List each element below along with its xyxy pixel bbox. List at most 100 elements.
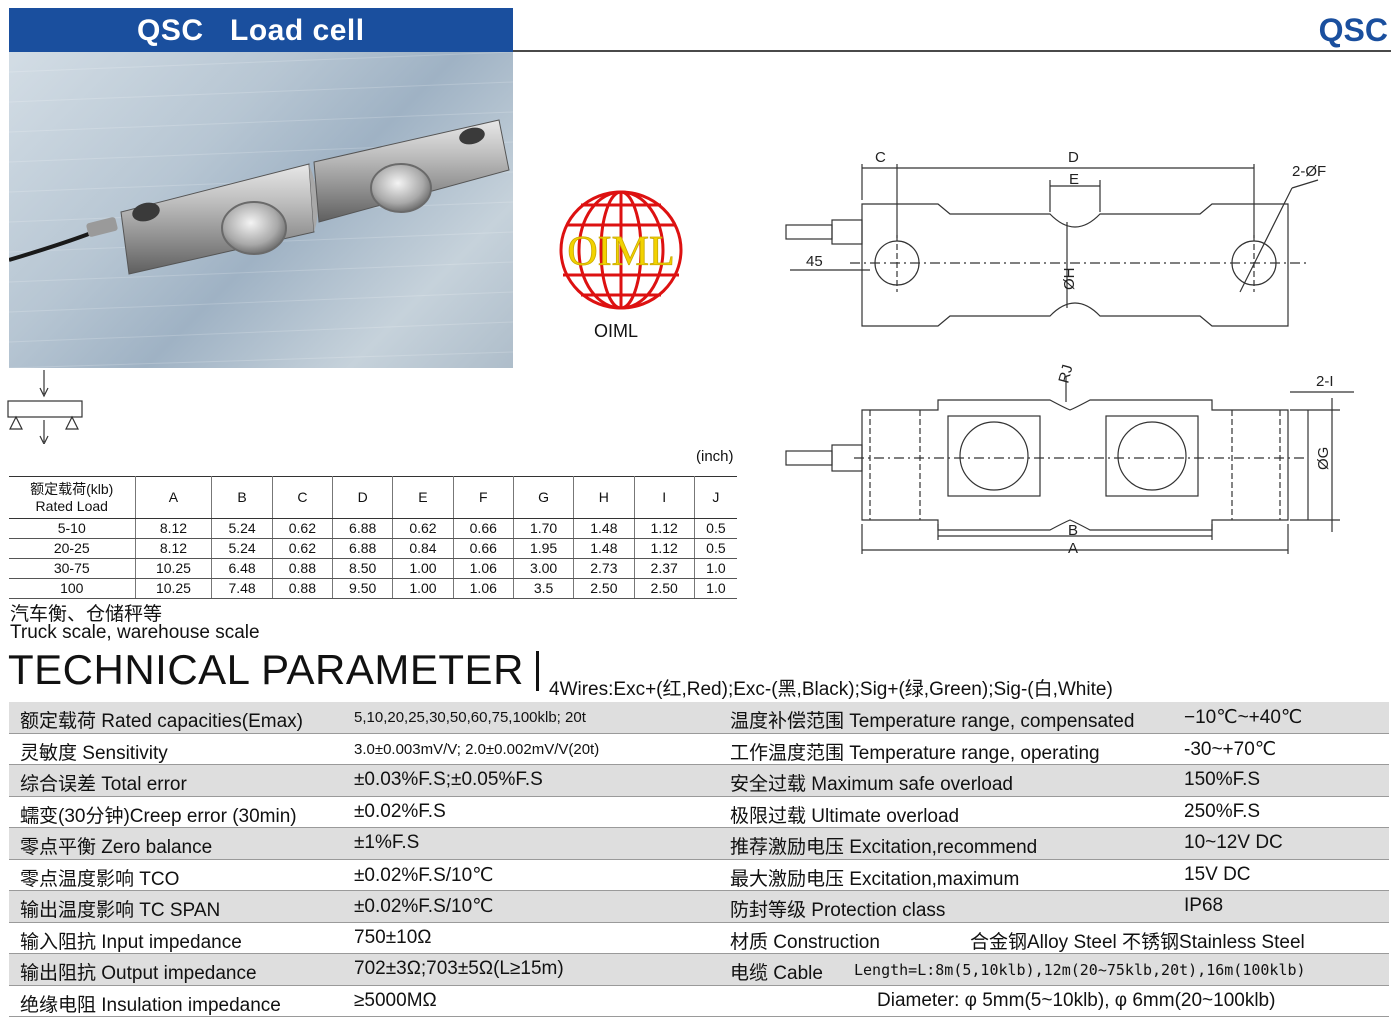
dim-label-45: 45 xyxy=(806,253,823,270)
load-direction-icon xyxy=(7,370,83,444)
param-label: 蠕变(30分钟)Creep error (30min) xyxy=(20,805,297,827)
application-en: Truck scale, warehouse scale xyxy=(10,622,260,643)
oiml-label: OIML xyxy=(594,321,639,341)
application-cn: 汽车衡、仓储秤等 xyxy=(10,604,163,625)
param-value: 15V DC xyxy=(1184,863,1251,885)
table-cell: 2.37 xyxy=(634,558,695,579)
param-row: 输入阻抗 Input impedance 750±10Ω 材质 Construc… xyxy=(9,922,1389,954)
table-cell: 0.62 xyxy=(272,538,334,559)
table-cell: 8.50 xyxy=(332,558,394,579)
param-row: 输出阻抗 Output impedance 702±3Ω;703±5Ω(L≥15… xyxy=(9,954,1389,986)
table-cell-load: 5-10 xyxy=(9,518,136,539)
dimension-table: 额定载荷(klb) Rated Load A B C D E F G H I J… xyxy=(9,476,737,599)
dim-label-h: ØH xyxy=(1061,268,1078,291)
param-value: IP68 xyxy=(1184,895,1224,916)
table-header-cell: J xyxy=(694,476,737,519)
param-value: ±0.03%F.S;±0.05%F.S xyxy=(354,769,543,790)
table-cell: 6.88 xyxy=(332,518,394,539)
param-label: 零点平衡 Zero balance xyxy=(20,837,213,858)
table-header-cell: B xyxy=(211,476,273,519)
param-label: 电缆 Cable xyxy=(730,963,823,984)
table-cell: 1.48 xyxy=(573,518,635,539)
table-cell: 10.25 xyxy=(135,558,213,579)
param-row: 蠕变(30分钟)Creep error (30min) ±0.02%F.S 极限… xyxy=(9,796,1389,828)
table-cell-load: 30-75 xyxy=(9,558,136,579)
dim-label-f: 2-ØF xyxy=(1292,163,1326,180)
param-value: ±1%F.S xyxy=(354,832,420,853)
param-label: 绝缘电阻 Insulation impedance xyxy=(20,994,281,1016)
product-photo xyxy=(9,52,513,368)
param-value: Diameter: φ 5mm(5~10klb), φ 6mm(20~100kl… xyxy=(877,989,1276,1011)
table-cell: 1.48 xyxy=(573,538,635,559)
table-cell: 1.95 xyxy=(513,538,575,559)
page-title: QSC Load cell xyxy=(137,14,365,47)
table-header-load-cn: 额定载荷(klb) xyxy=(30,480,114,497)
param-label: 灵敏度 Sensitivity xyxy=(20,742,168,764)
model-tag: QSC xyxy=(1318,12,1388,48)
table-cell: 2.50 xyxy=(573,578,635,599)
table-header-cell: C xyxy=(272,476,334,519)
table-cell: 3.5 xyxy=(513,578,575,599)
param-label: 工作温度范围 Temperature range, operating xyxy=(730,742,1100,764)
title-cursor-bar xyxy=(536,651,539,691)
param-value: -30~+70℃ xyxy=(1184,738,1277,760)
table-cell: 8.12 xyxy=(135,538,213,559)
dim-label-d: D xyxy=(1068,149,1079,166)
param-row: 额定载荷 Rated capacities(Emax) 5,10,20,25,3… xyxy=(9,702,1389,734)
table-cell: 6.88 xyxy=(332,538,394,559)
param-label: 综合误差 Total error xyxy=(20,774,187,795)
table-cell: 1.00 xyxy=(392,558,454,579)
table-row: 20-25 8.12 5.24 0.62 6.88 0.84 0.66 1.95… xyxy=(9,538,737,559)
table-header-cell: G xyxy=(513,476,575,519)
param-label: 最大激励电压 Excitation,maximum xyxy=(730,868,1020,890)
param-row: 灵敏度 Sensitivity 3.0±0.003mV/V; 2.0±0.002… xyxy=(9,733,1389,765)
param-value: 150%F.S xyxy=(1184,769,1261,790)
dim-label-b: B xyxy=(1068,522,1078,539)
param-row: 绝缘电阻 Insulation impedance ≥5000MΩ Diamet… xyxy=(9,985,1389,1017)
header-band xyxy=(9,8,513,52)
param-value: 5,10,20,25,30,50,60,75,100klb; 20t xyxy=(354,709,586,726)
table-cell: 0.66 xyxy=(453,518,514,539)
table-header-cell: F xyxy=(453,476,514,519)
param-value: 750±10Ω xyxy=(354,926,432,948)
load-cell-image xyxy=(9,52,513,368)
table-cell: 1.0 xyxy=(694,558,737,579)
table-row: 30-75 10.25 6.48 0.88 8.50 1.00 1.06 3.0… xyxy=(9,558,737,579)
oiml-logo: OIML xyxy=(559,190,683,310)
param-label: 温度补偿范围 Temperature range, compensated xyxy=(730,711,1135,732)
dim-label-c: C xyxy=(875,149,886,166)
table-cell-load: 20-25 xyxy=(9,538,136,559)
param-label: 额定载荷 Rated capacities(Emax) xyxy=(20,711,303,732)
table-row: 100 10.25 7.48 0.88 9.50 1.00 1.06 3.5 2… xyxy=(9,578,737,599)
param-row: 综合误差 Total error ±0.03%F.S;±0.05%F.S 安全过… xyxy=(9,765,1389,797)
table-cell: 3.00 xyxy=(513,558,575,579)
param-value: −10℃~+40℃ xyxy=(1184,707,1303,728)
dim-label-e: E xyxy=(1069,171,1079,188)
param-value: 10~12V DC xyxy=(1184,832,1283,853)
dimension-drawing: C D E 2-ØF 45 ØH RJ 2-I ØG B A xyxy=(785,149,1354,557)
table-cell: 0.5 xyxy=(694,518,737,539)
param-value: ±0.02%F.S xyxy=(354,800,446,822)
dim-label-g: ØG xyxy=(1315,447,1332,470)
param-value: 3.0±0.003mV/V; 2.0±0.002mV/V(20t) xyxy=(354,740,600,758)
table-cell: 1.06 xyxy=(453,558,514,579)
param-row: 零点平衡 Zero balance ±1%F.S 推荐激励电压 Excitati… xyxy=(9,828,1389,860)
table-row: 5-10 8.12 5.24 0.62 6.88 0.62 0.66 1.70 … xyxy=(9,518,737,539)
dim-label-j: RJ xyxy=(1055,363,1076,385)
param-row: 零点温度影响 TCO ±0.02%F.S/10℃ 最大激励电压 Excitati… xyxy=(9,859,1389,891)
table-cell: 2.50 xyxy=(634,578,695,599)
param-label: 输出阻抗 Output impedance xyxy=(20,963,257,984)
param-row: 输出温度影响 TC SPAN ±0.02%F.S/10℃ 防封等级 Protec… xyxy=(9,891,1389,923)
table-cell: 1.12 xyxy=(634,538,695,559)
dim-label-i: 2-I xyxy=(1316,373,1334,390)
param-label: 推荐激励电压 Excitation,recommend xyxy=(730,837,1038,858)
param-label: 材质 Construction xyxy=(730,931,880,953)
table-cell: 0.66 xyxy=(453,538,514,559)
table-cell: 6.48 xyxy=(211,558,273,579)
param-label: 极限过载 Ultimate overload xyxy=(730,805,960,827)
table-header-row: 额定载荷(klb) Rated Load A B C D E F G H I J xyxy=(9,476,737,519)
table-header-load-en: Rated Load xyxy=(35,497,108,514)
table-cell: 10.25 xyxy=(135,578,213,599)
oiml-logo-text: OIML xyxy=(567,229,674,275)
table-header-cell: H xyxy=(573,476,635,519)
